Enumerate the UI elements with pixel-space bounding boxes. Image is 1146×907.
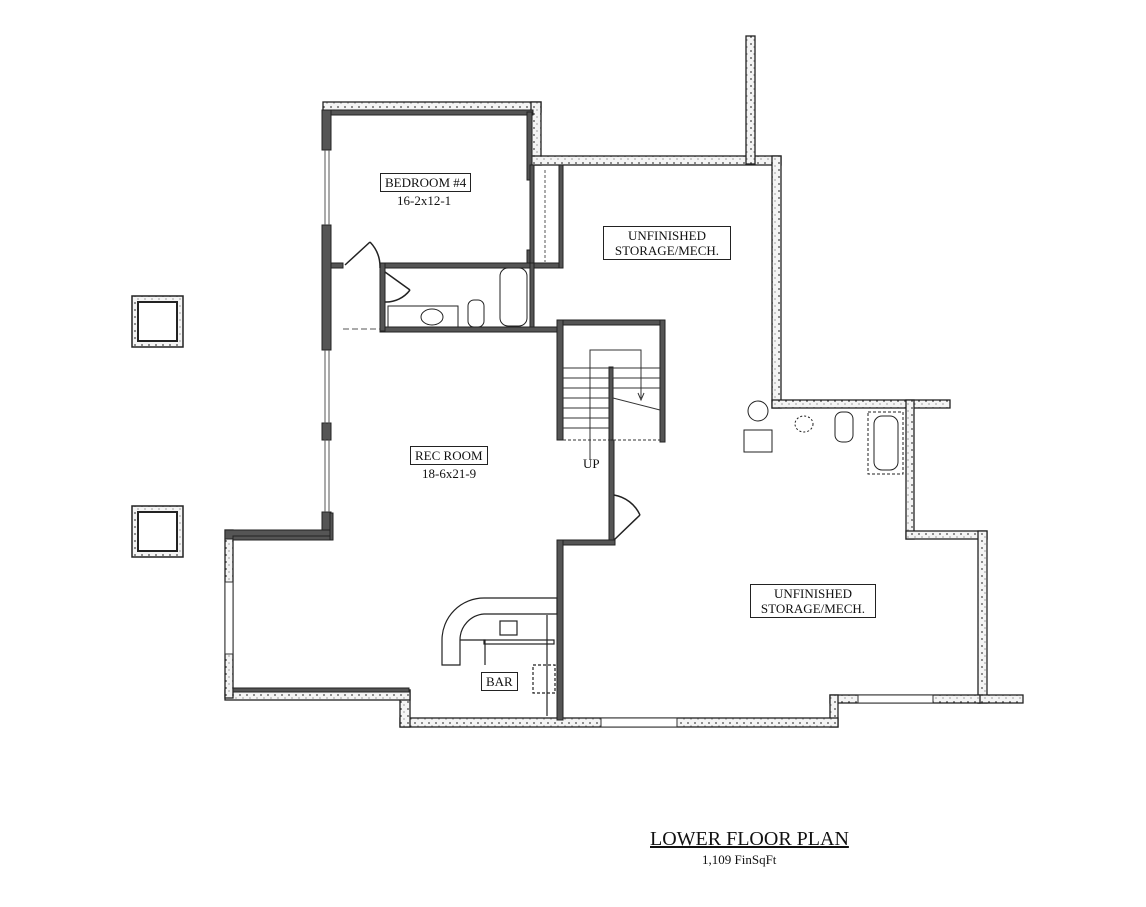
room-dims-bedroom: 16-2x12-1 [397, 193, 452, 208]
exterior-piers [131, 295, 184, 558]
interior-walls [224, 109, 666, 721]
room-label-storage-upper: UNFINISHED STORAGE/MECH. [603, 226, 731, 260]
windows [224, 581, 934, 728]
bath-fixtures [387, 267, 904, 475]
room-label-bar: BAR [481, 672, 518, 691]
bar-counter [441, 597, 558, 716]
room-dims-rec-room: 18-6x21-9 [422, 466, 477, 481]
window-lines [324, 150, 546, 512]
exterior-foundation-wall [224, 35, 1024, 728]
room-label-storage-lower: UNFINISHED STORAGE/MECH. [750, 584, 876, 618]
finished-area: 1,109 FinSqFt [702, 852, 777, 867]
doors [344, 241, 641, 541]
room-label-bedroom: BEDROOM #4 [380, 173, 472, 192]
plan-title: LOWER FLOOR PLAN [650, 828, 849, 850]
room-label-rec-room: REC ROOM [410, 446, 488, 465]
stair-up-label: UP [583, 456, 600, 471]
staircase [563, 349, 661, 460]
